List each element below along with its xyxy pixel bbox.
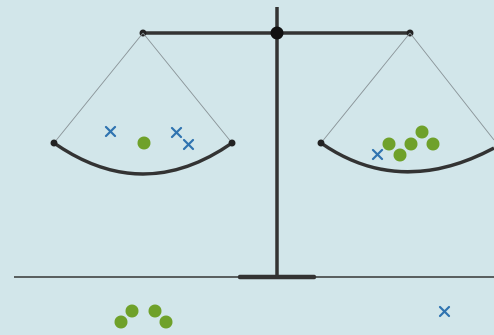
cross-marker xyxy=(182,138,195,151)
scale-pivot xyxy=(270,26,284,40)
cross-marker xyxy=(170,126,183,139)
left-pan-contents xyxy=(104,125,195,151)
right-pan-string-right xyxy=(409,32,494,141)
cross-marker xyxy=(371,148,384,161)
right-pan xyxy=(320,141,494,174)
cross-marker xyxy=(104,125,117,138)
left-pan-string-right xyxy=(142,32,233,144)
left-pan xyxy=(53,141,233,176)
circle-marker xyxy=(137,136,151,150)
right-pan-contents xyxy=(371,125,440,162)
left-pan-left-end xyxy=(50,139,58,147)
left-pan-right-end xyxy=(228,139,236,147)
circle-marker xyxy=(159,315,173,329)
circle-marker xyxy=(404,137,418,151)
right-pan-left-end xyxy=(317,139,325,147)
outside-right-markers xyxy=(438,305,451,318)
right-pan-string-left xyxy=(320,32,411,144)
circle-marker xyxy=(393,148,407,162)
cross-marker xyxy=(438,305,451,318)
circle-marker xyxy=(114,315,128,329)
circle-marker xyxy=(382,137,396,151)
circle-marker xyxy=(415,125,429,139)
circle-marker xyxy=(148,304,162,318)
circle-marker xyxy=(426,137,440,151)
outside-left-markers xyxy=(114,304,173,329)
circle-marker xyxy=(125,304,139,318)
left-pan-string-left xyxy=(53,32,144,144)
